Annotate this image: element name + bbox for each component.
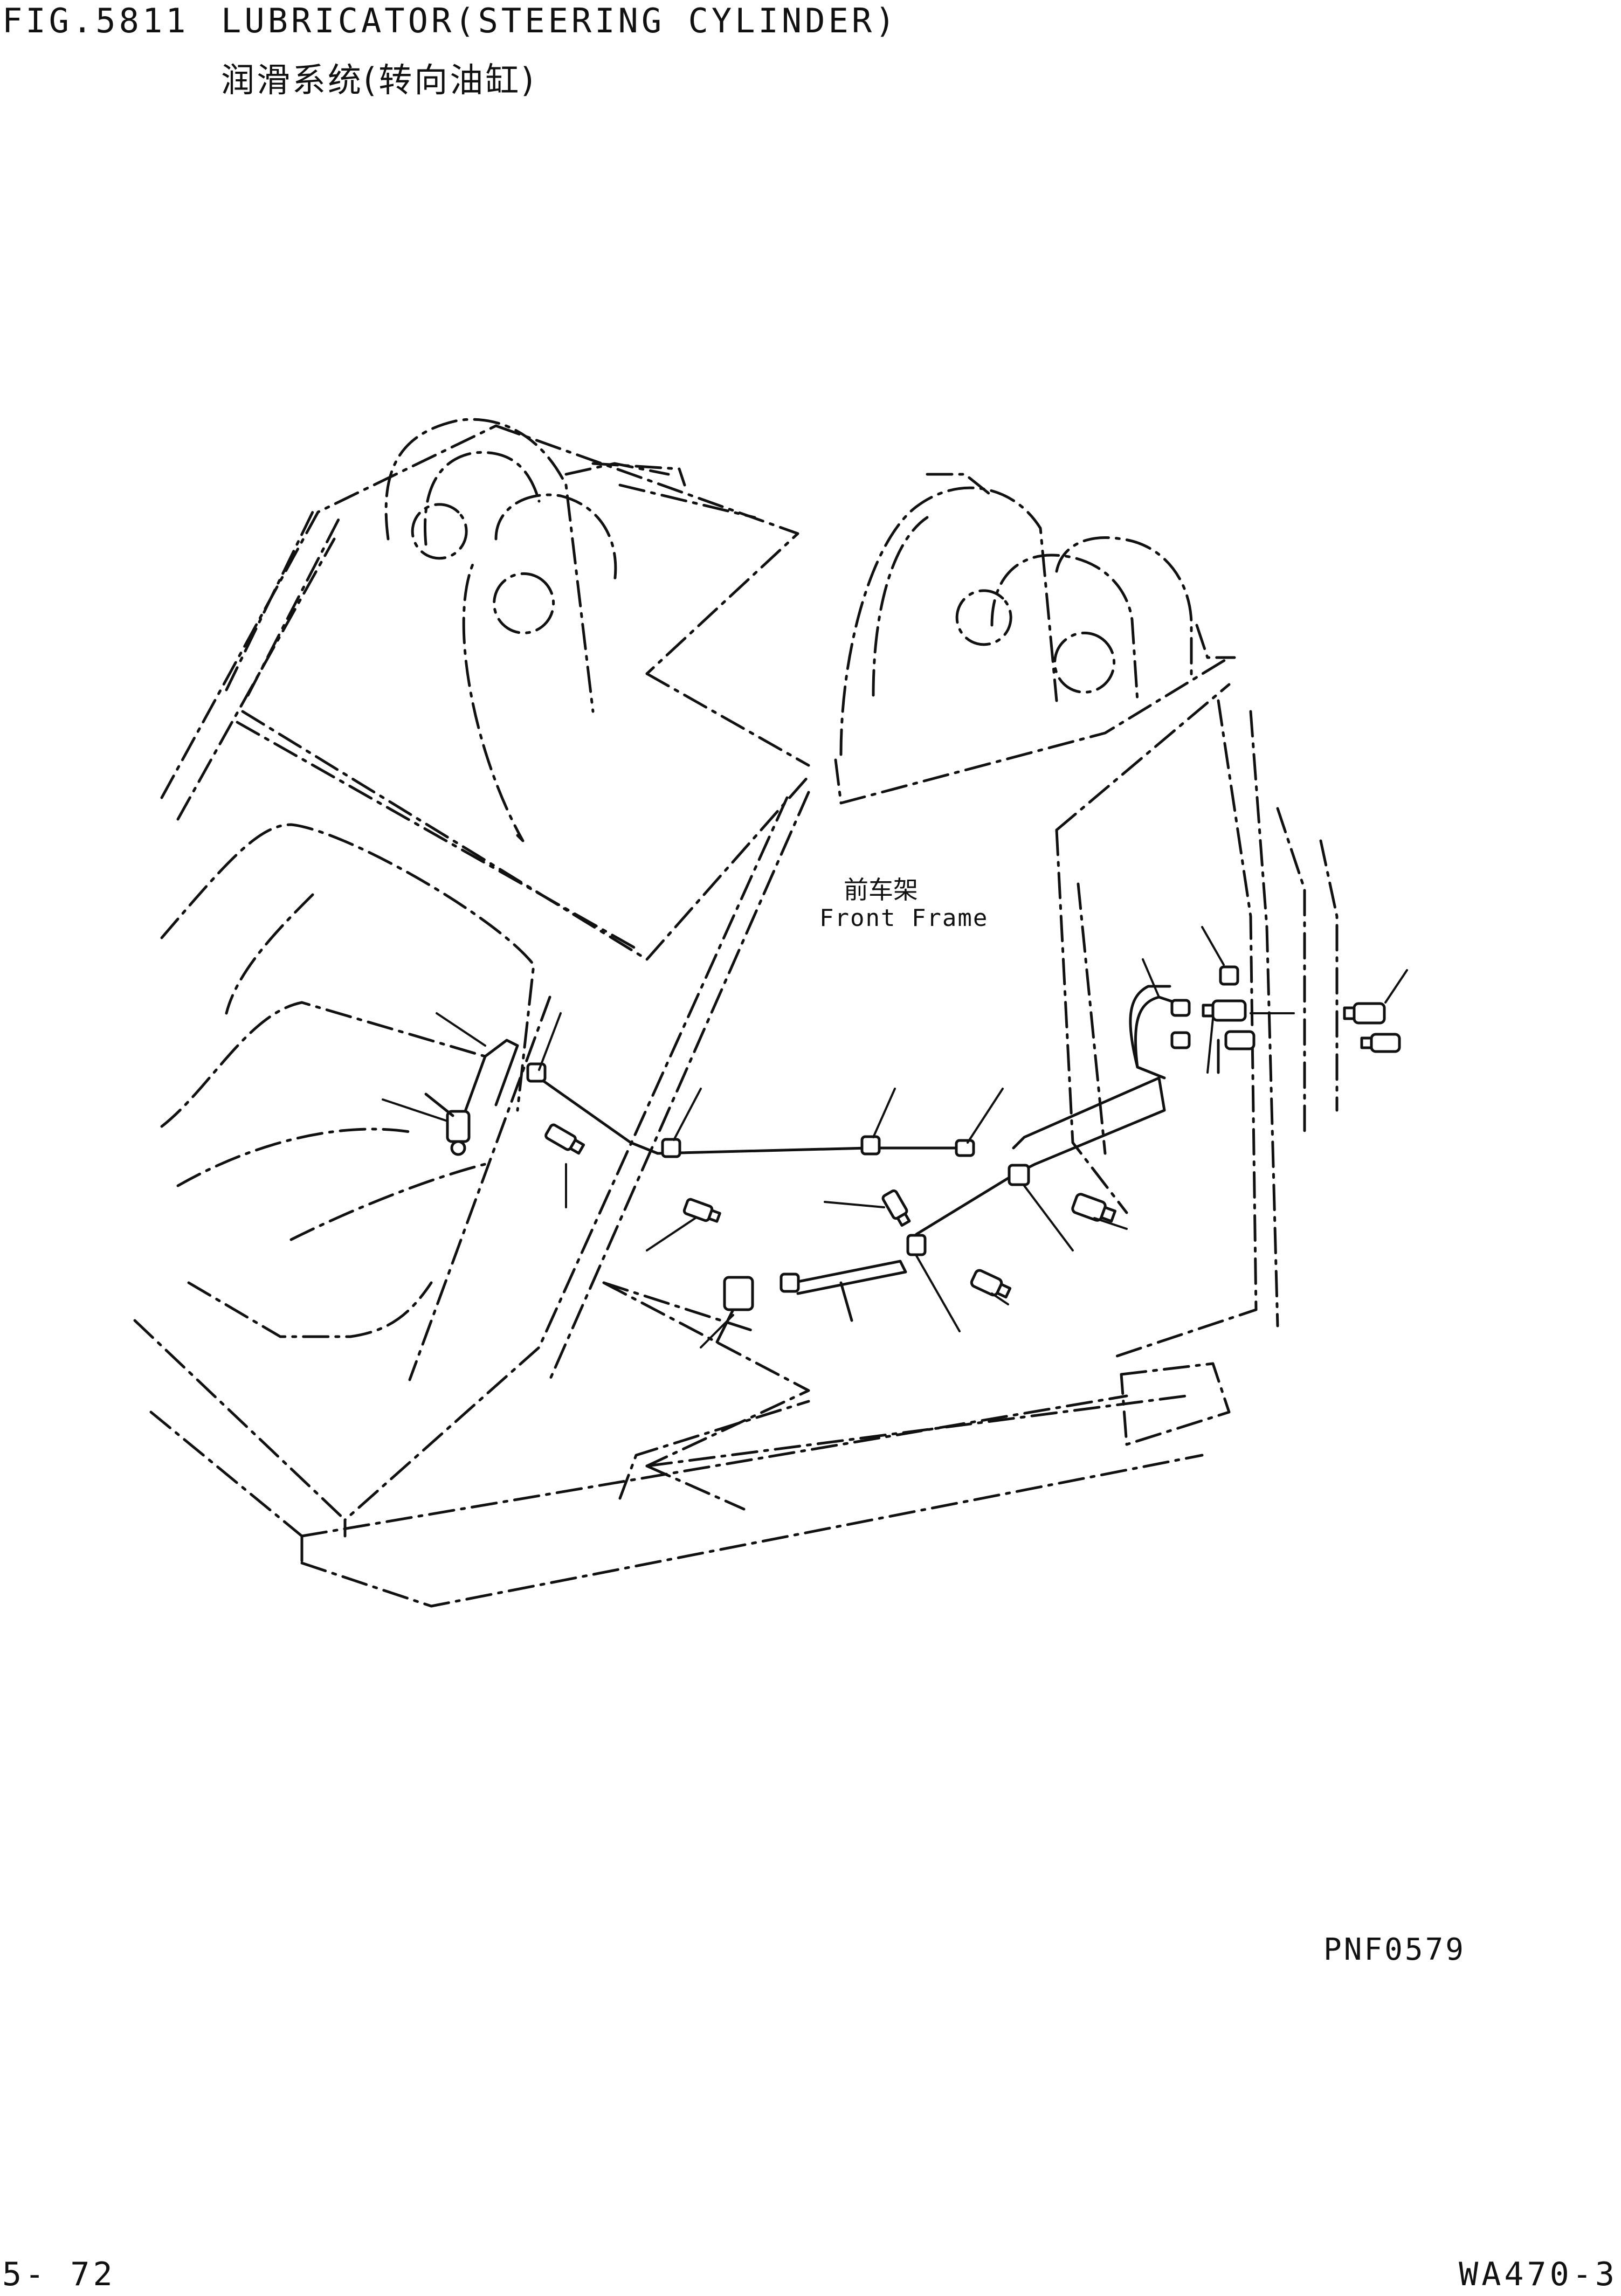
grease-nipple [906,1234,927,1256]
illustration-code: PNF0579 [1323,1932,1466,1967]
right-u-bend [1134,995,1177,1080]
grease-nipple [526,1062,547,1083]
front-frame-outline [133,418,1339,1608]
grease-nipple [661,1138,681,1158]
lower-lube-tube [791,1260,907,1295]
figure-title-english: LUBRICATOR(STEERING CYLINDER) [221,1,899,40]
figure-title-chinese: 润滑系统(转向油缸) [221,60,536,100]
front-frame-label-english: Front Frame [819,904,989,932]
grease-nipple [970,1269,1012,1299]
grease-nipple [1170,999,1191,1017]
left-lube-hose [462,1039,519,1117]
grease-nipple [1360,1033,1401,1053]
grease-nipple [1170,1031,1191,1049]
grease-nipple [1343,1002,1386,1025]
main-lube-tube [1012,1076,1166,1177]
grease-nipple [715,1276,754,1344]
lube-piping [462,985,1177,1322]
grease-nipple [955,1139,975,1157]
grease-nipple [1217,1030,1256,1074]
grease-nipple [682,1198,721,1223]
grease-nipple [780,1273,800,1293]
grease-nipple [1071,1193,1117,1223]
page-number: 5- 72 [2,2256,116,2293]
front-frame-label-chinese: 前车架 [844,875,918,904]
grease-nipple [1219,965,1239,986]
machine-model: WA470-3 [1459,2256,1618,2293]
grease-nipple [424,1092,471,1156]
left-lube-line [537,1076,967,1155]
leader-lines [382,926,1408,1348]
grease-nipple [881,1189,911,1227]
grease-nipple [860,1135,881,1156]
grease-nipple [1008,1164,1030,1186]
grease-nipple [1202,999,1247,1022]
grease-nipple [544,1123,585,1155]
grease-fittings [424,965,1401,1344]
figure-number: FIG.5811 [2,1,189,40]
